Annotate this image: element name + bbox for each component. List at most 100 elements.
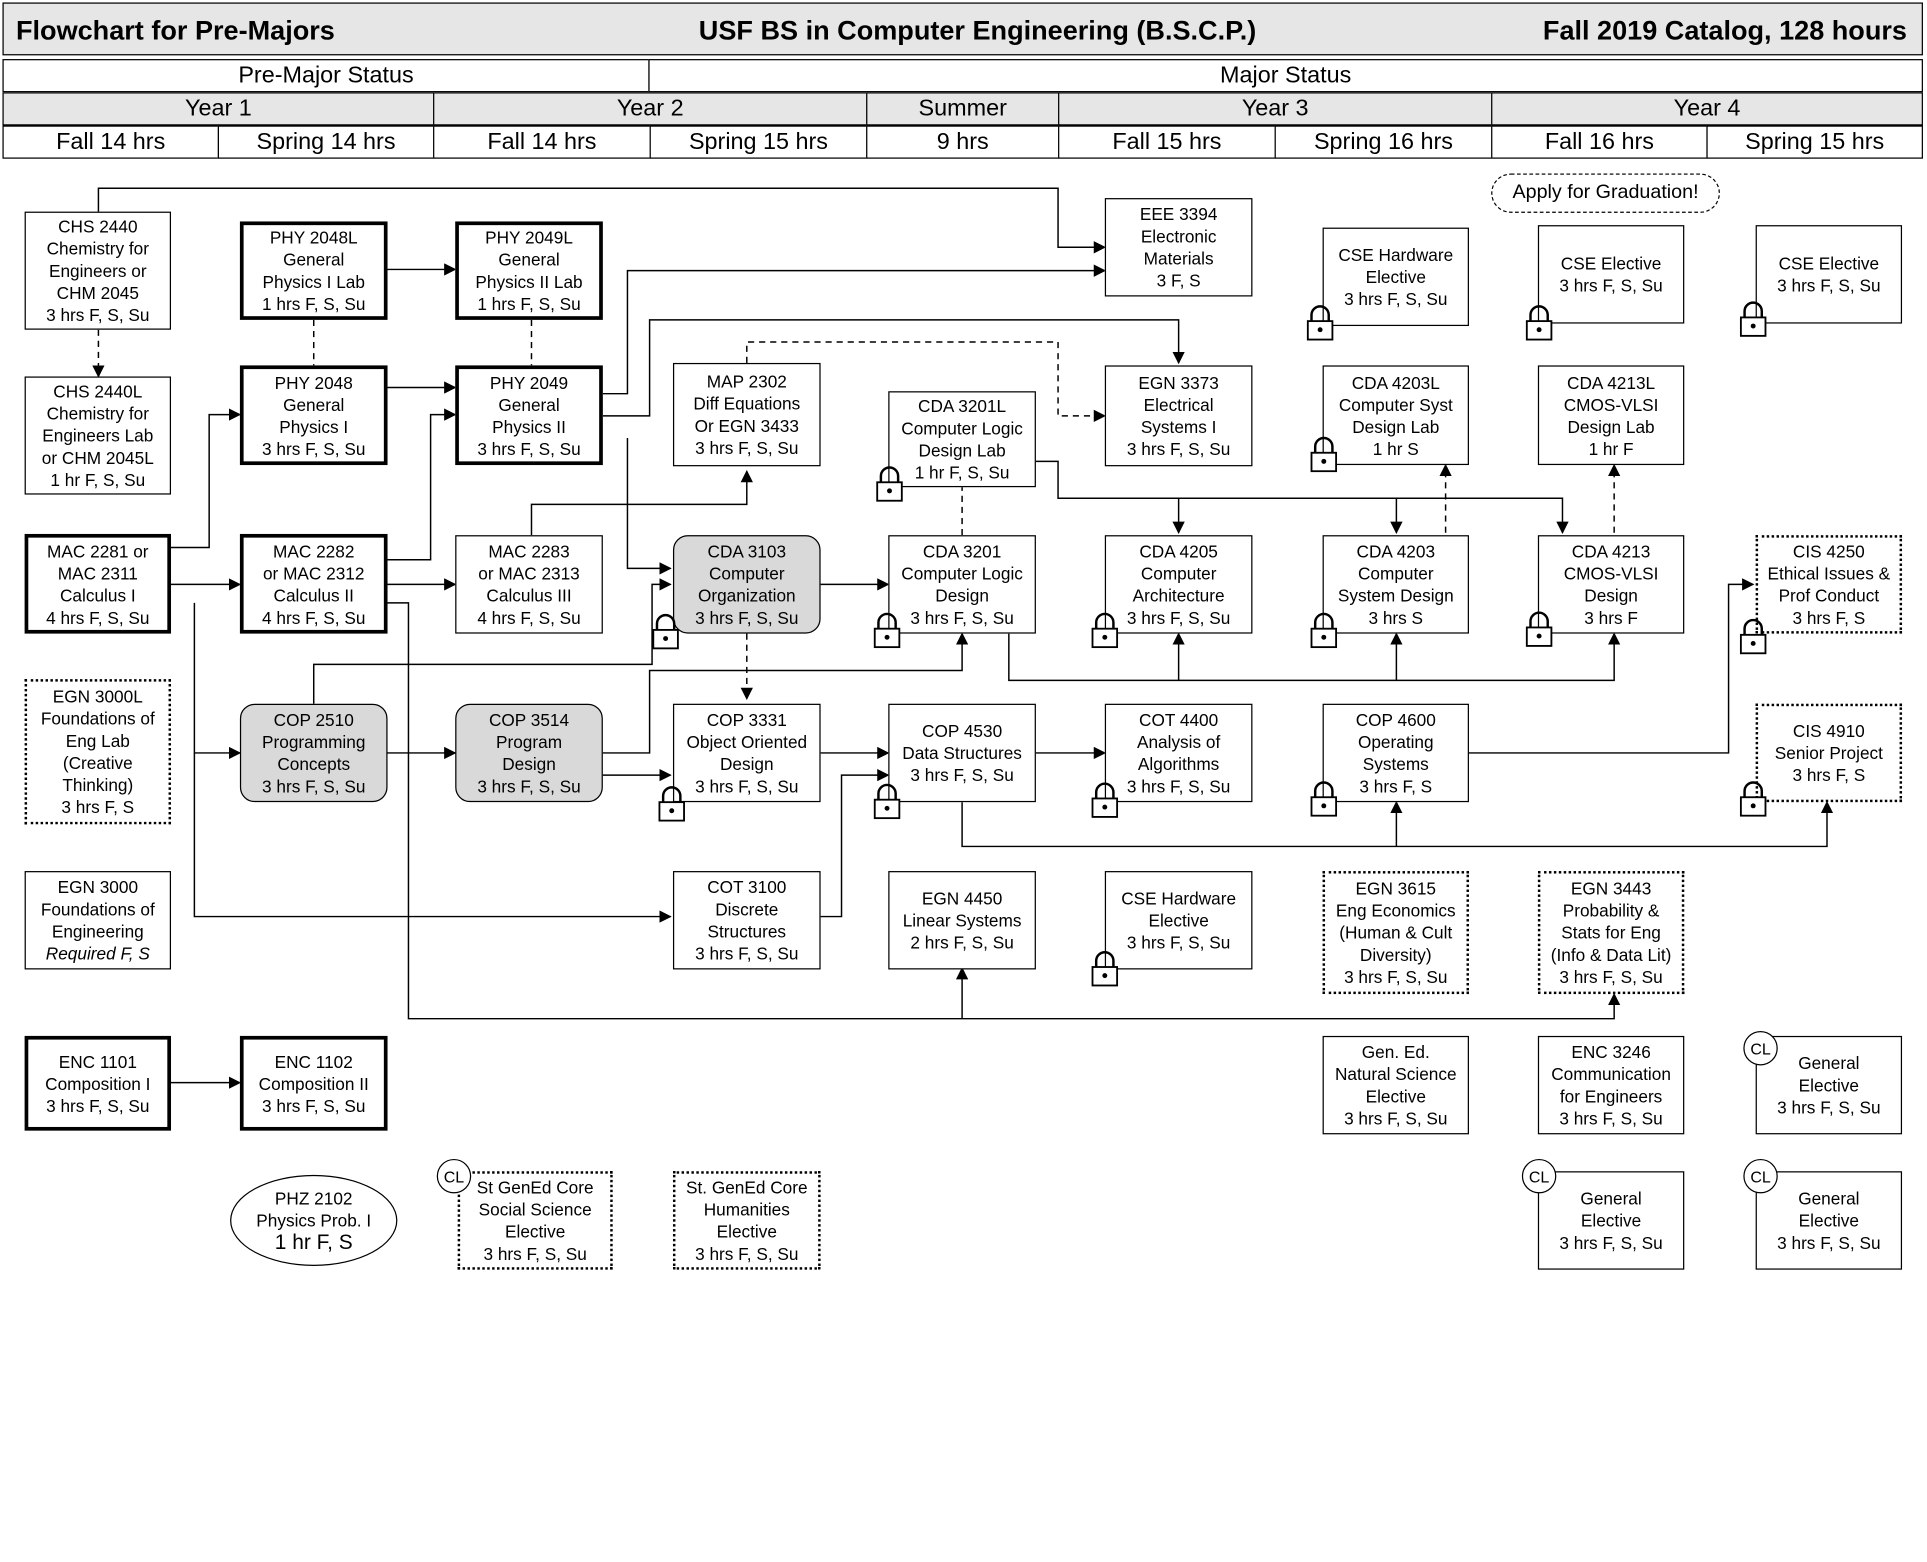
course-cop-3514[interactable]: COP 3514 Program Design 3 hrs F, S, Su [455,703,603,803]
course-egn-3615[interactable]: EGN 3615 Eng Economics (Human & Cult Div… [1322,871,1469,995]
course-cis-4250[interactable]: CIS 4250 Ethical Issues & Prof Conduct 3… [1755,535,1903,634]
course-title-line: Data Structures [902,743,1022,763]
course-credits: 3 hrs F, S, Su [483,1243,587,1264]
course-title-line: Composition II [258,1073,369,1094]
course-cop-4530[interactable]: COP 4530 Data Structures 3 hrs F, S, Su [888,703,1036,803]
course-code: CHS 2440 [58,216,138,237]
course-cse-hardware-elective-1[interactable]: CSE Hardware Elective 3 hrs F, S, Su [1322,227,1469,327]
course-code: PHY 2049 [489,372,569,392]
course-cop-4600[interactable]: COP 4600 Operating Systems 3 hrs F, S [1322,703,1469,803]
course-cda-4203[interactable]: CDA 4203 Computer System Design 3 hrs S [1322,535,1469,634]
course-cda-3103[interactable]: CDA 3103 Computer Organization 3 hrs F, … [672,535,821,634]
course-phy-2048[interactable]: PHY 2048 General Physics I 3 hrs F, S, S… [239,365,388,466]
course-code: EGN 4450 [921,888,1003,908]
course-title-line: Design Lab [1352,416,1440,437]
course-cot-4400[interactable]: COT 4400 Analysis of Algorithms 3 hrs F,… [1104,703,1253,803]
course-credits: 3 hrs F, S, Su [1344,967,1448,987]
course-credits: 3 hrs F, S, Su [1126,932,1231,953]
course-phz-2102[interactable]: PHZ 2102 Physics Prob. I 1 hr F, S [230,1174,398,1266]
lock-icon [1310,612,1338,649]
course-code: ENC 1102 [274,1051,353,1071]
course-credits: 1 hr F, S [274,1230,353,1254]
course-credits: 3 hrs F, S, Su [910,765,1014,785]
course-code: EGN 3373 [1138,372,1219,393]
course-title-line: Elective [1365,266,1426,287]
course-cda-4203l[interactable]: CDA 4203L Computer Syst Design Lab 1 hr … [1322,365,1469,466]
course-phy-2049l[interactable]: PHY 2049L General Physics II Lab 1 hrs F… [455,221,603,320]
course-enc-3246[interactable]: ENC 3246 Communication for Engineers 3 h… [1537,1035,1685,1135]
course-code: COP 4600 [1355,709,1436,730]
course-egn-3000l[interactable]: EGN 3000L Foundations of Eng Lab (Creati… [24,679,172,825]
course-title-line: Linear Systems [902,910,1022,931]
course-chs-2440l[interactable]: CHS 2440L Chemistry for Engineers Lab or… [24,376,172,495]
course-mac-2282[interactable]: MAC 2282 or MAC 2312 Calculus II 4 hrs F… [239,533,388,634]
course-cda-3201l[interactable]: CDA 3201L Computer Logic Design Lab 1 hr… [888,391,1036,488]
course-cop-2510[interactable]: COP 2510 Programming Concepts 3 hrs F, S… [239,703,388,803]
course-egn-4450[interactable]: EGN 4450 Linear Systems 2 hrs F, S, Su [888,871,1036,970]
lock-icon [1091,612,1119,649]
course-general-elective-3[interactable]: General Elective 3 hrs F, S, Su [1755,1171,1903,1270]
course-title-line: (Creative [62,752,133,773]
course-gened-humanities[interactable]: St. GenEd Core Humanities Elective 3 hrs… [672,1171,821,1270]
course-title-line: Physics I [279,416,349,437]
course-cot-3100[interactable]: COT 3100 Discrete Structures 3 hrs F, S,… [672,871,821,970]
course-enc-1102[interactable]: ENC 1102 Composition II 3 hrs F, S, Su [239,1035,388,1131]
course-title-line: Programming [262,732,366,752]
course-phy-2048l[interactable]: PHY 2048L General Physics I Lab 1 hrs F,… [239,221,388,320]
course-code: CDA 4213 [1571,541,1651,562]
course-title-line: Prof Conduct [1778,585,1880,606]
course-general-elective-1[interactable]: General Elective 3 hrs F, S, Su [1537,1171,1685,1270]
course-gened-social-science[interactable]: St GenEd Core Social Science Elective 3 … [457,1171,613,1270]
course-title-line: Elective [1580,1210,1642,1231]
course-egn-3443[interactable]: EGN 3443 Probability & Stats for Eng (In… [1537,871,1685,995]
course-code: MAC 2283 [488,541,570,562]
course-gened-natural-science[interactable]: Gen. Ed. Natural Science Elective 3 hrs … [1322,1035,1469,1135]
course-map-2302[interactable]: MAP 2302 Diff Equations Or EGN 3433 3 hr… [672,362,821,467]
course-egn-3000[interactable]: EGN 3000 Foundations of Engineering Requ… [24,871,172,970]
course-cda-4205[interactable]: CDA 4205 Computer Architecture 3 hrs F, … [1104,535,1253,634]
course-credits: 3 hrs F, S, Su [477,776,581,797]
course-egn-3373[interactable]: EGN 3373 Electrical Systems I 3 hrs F, S… [1104,365,1253,467]
course-cse-elective-1[interactable]: CSE Elective 3 hrs F, S, Su [1537,225,1685,324]
lock-icon [1739,618,1767,655]
course-eee-3394[interactable]: EEE 3394 Electronic Materials 3 F, S [1104,198,1253,297]
course-general-elective-2[interactable]: General Elective 3 hrs F, S, Su [1755,1035,1903,1135]
course-code: EGN 3000 [57,877,139,897]
course-code: General [1580,1188,1642,1209]
course-code: CDA 3103 [707,541,787,562]
course-mac-2283[interactable]: MAC 2283 or MAC 2313 Calculus III 4 hrs … [455,535,603,634]
course-code: PHZ 2102 [274,1188,353,1209]
course-credits: 1 hr F, S, Su [914,462,1010,483]
course-title-line: Composition I [45,1073,151,1094]
course-chs-2440[interactable]: CHS 2440 Chemistry for Engineers or CHM … [24,211,172,330]
course-code: Gen. Ed. [1361,1042,1430,1062]
course-credits: 3 hrs F, S, Su [695,437,799,458]
course-cda-3201[interactable]: CDA 3201 Computer Logic Design 3 hrs F, … [888,535,1036,634]
course-code: CIS 4250 [1792,541,1865,562]
course-cop-3331[interactable]: COP 3331 Object Oriented Design 3 hrs F,… [672,703,821,803]
course-cda-4213l[interactable]: CDA 4213L CMOS-VLSI Design Lab 1 hr F [1537,365,1685,466]
course-title-line: Object Oriented [686,732,808,752]
course-cda-4213[interactable]: CDA 4213 CMOS-VLSI Design 3 hrs F [1537,535,1685,634]
course-enc-1101[interactable]: ENC 1101 Composition I 3 hrs F, S, Su [24,1035,172,1131]
term-y4-spring: Spring 15 hrs [1706,125,1923,159]
course-phy-2049[interactable]: PHY 2049 General Physics II 3 hrs F, S, … [455,365,603,466]
course-title-line: Elective [1798,1210,1860,1231]
course-mac-2281[interactable]: MAC 2281 or MAC 2311 Calculus I 4 hrs F,… [24,533,172,634]
course-credits: 3 hrs F, S, Su [1559,967,1663,987]
course-title-line: Systems I [1140,417,1217,437]
lock-icon [1091,951,1119,987]
course-credits: 3 hrs F, S, Su [1344,289,1448,309]
course-title-line: Electrical [1143,394,1214,415]
course-title-line: Elective [1365,1086,1426,1107]
course-cse-hardware-elective-2[interactable]: CSE Hardware Elective 3 hrs F, S, Su [1104,871,1253,970]
course-cis-4910[interactable]: CIS 4910 Senior Project 3 hrs F, S [1755,703,1903,803]
course-title-line: Thinking) [62,775,134,795]
course-title-line: CMOS-VLSI [1563,394,1659,414]
term-y2-fall: Fall 14 hrs [433,125,651,159]
course-cse-elective-2[interactable]: CSE Elective 3 hrs F, S, Su [1755,225,1903,324]
lock-icon [1525,305,1553,341]
course-title-line: General [498,249,560,270]
course-title-line: Design [935,585,989,606]
course-title-line: Senior Project [1774,743,1883,763]
